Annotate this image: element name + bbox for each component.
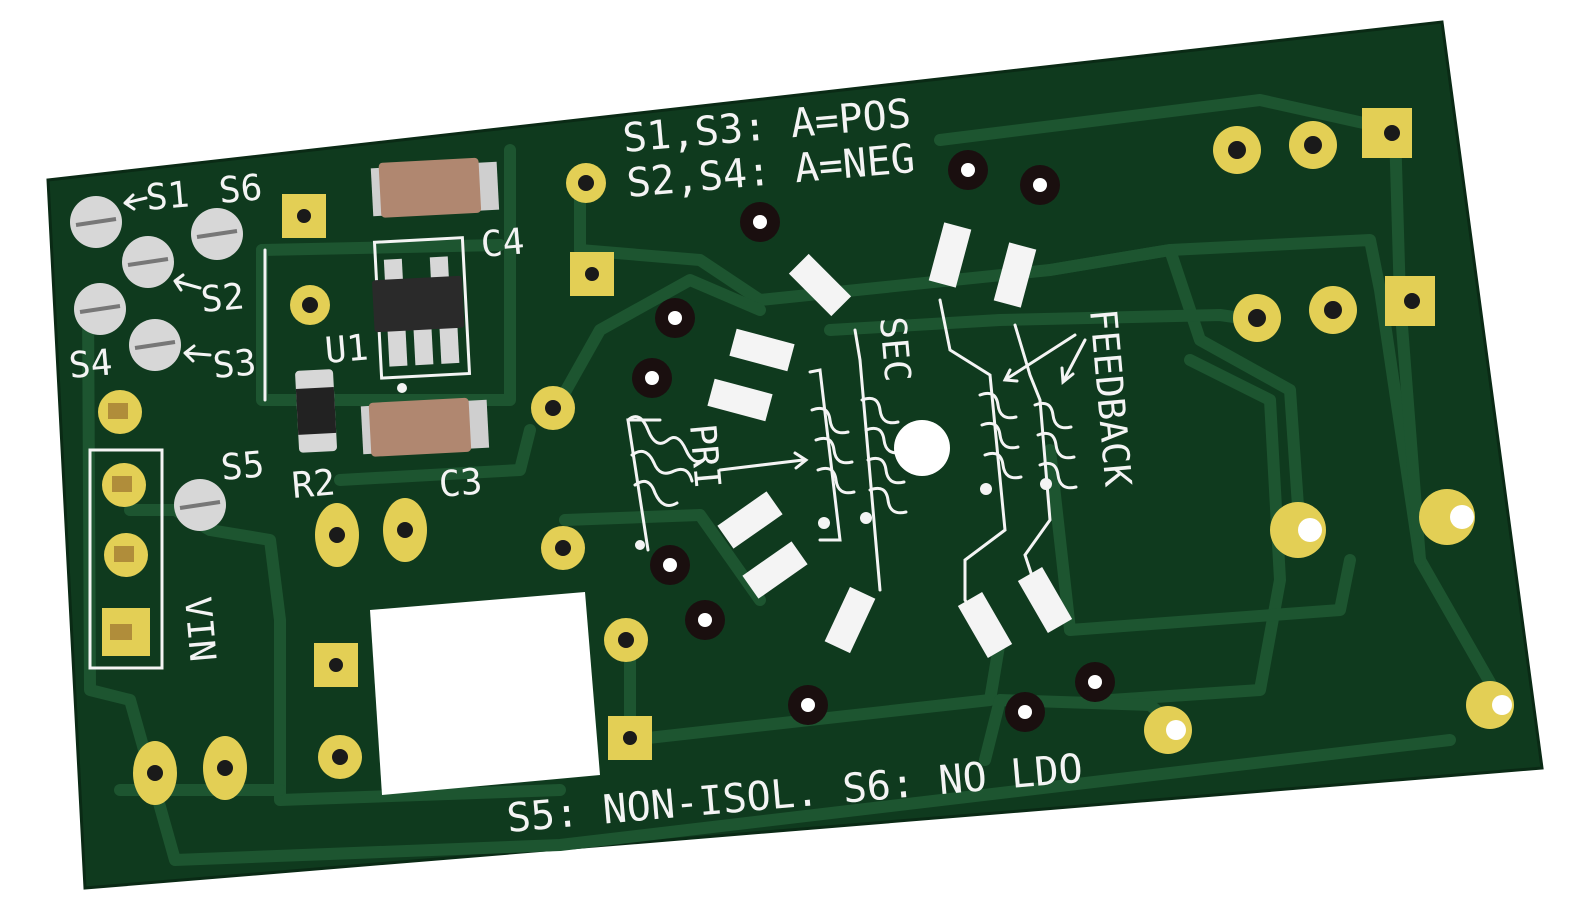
jumper-s6 — [191, 208, 243, 260]
label-s3: S3 — [211, 342, 258, 387]
transformer-holes — [632, 150, 1115, 732]
label-c4: C4 — [479, 221, 526, 266]
label-s6: S6 — [217, 167, 264, 212]
label-pri: PRI — [681, 422, 728, 490]
label-u1: U1 — [323, 327, 370, 372]
label-s4: S4 — [67, 342, 114, 387]
round-pads — [98, 121, 1514, 779]
label-sec: SEC — [871, 315, 918, 383]
label-vin: VIN — [176, 595, 223, 663]
transformer-silkscreen — [88, 193, 1087, 670]
polarity-dots — [397, 383, 1052, 550]
smd-parts — [295, 157, 600, 795]
label-c3: C3 — [437, 461, 484, 506]
label-s2: S2 — [199, 276, 246, 321]
jumper-s2 — [122, 236, 174, 288]
jumper-s4 — [74, 283, 126, 335]
solder-jumpers — [70, 196, 243, 531]
label-s5: S5 — [219, 444, 266, 489]
resistor-r2 — [295, 369, 337, 453]
capacitor-c3 — [360, 397, 490, 457]
label-s1: S1 — [144, 174, 191, 219]
oval-pads — [133, 498, 427, 805]
regulator-u1 — [372, 256, 465, 367]
jumper-s5 — [174, 479, 226, 531]
square-pads — [102, 108, 1435, 760]
label-area — [370, 592, 600, 795]
label-r2: R2 — [290, 462, 337, 507]
transformer-pads — [707, 222, 1073, 658]
jumper-s3 — [129, 319, 181, 371]
mounting-hole — [894, 420, 950, 476]
jumper-s1 — [70, 196, 122, 248]
capacitor-c4 — [370, 157, 500, 218]
